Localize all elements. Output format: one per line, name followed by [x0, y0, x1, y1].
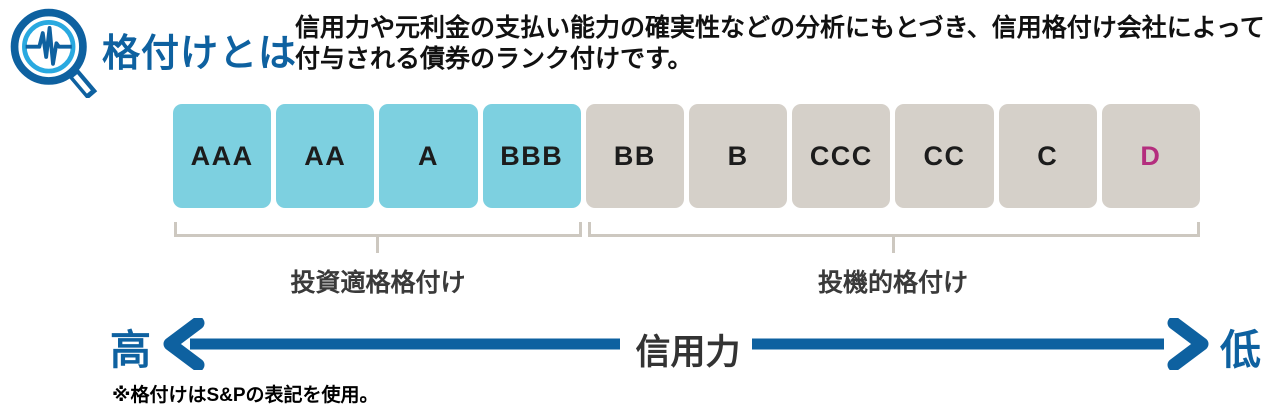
description-line-2: 付与される債券のランク付けです。 — [295, 45, 693, 73]
page-title: 格付けとは — [102, 33, 298, 75]
rating-box-ccc: CCC — [792, 104, 891, 208]
speculative-grade-label: 投機的格付け — [817, 269, 969, 297]
axis-low-label: 低 — [1220, 327, 1261, 373]
description: 信用力や元利金の支払い能力の確実性などの分析にもとづき、信用格付け会社によって … — [295, 13, 1280, 75]
rating-scale: AAA AA A BBB BB B CCC CC C D — [173, 104, 1201, 208]
rating-box-cc: CC — [895, 104, 994, 208]
rating-box-bb: BB — [585, 104, 685, 208]
speculative-grade-bracket — [588, 222, 1200, 237]
footnote: ※格付けはS&Pの表記を使用。 — [112, 385, 379, 406]
rating-box-c: C — [998, 104, 1097, 208]
axis-high-label: 高 — [110, 327, 151, 373]
investment-grade-bracket — [174, 222, 582, 237]
rating-box-bbb: BBB — [482, 104, 581, 208]
rating-box-aaa: AAA — [173, 104, 272, 208]
description-line-1: 信用力や元利金の支払い能力の確実性などの分析にもとづき、信用格付け会社によって — [295, 14, 1265, 42]
axis-center-label: 信用力 — [635, 333, 741, 372]
magnifier-pulse-icon — [10, 8, 98, 98]
rating-box-aa: AA — [276, 104, 375, 208]
rating-box-b: B — [689, 104, 788, 208]
rating-box-d: D — [1101, 104, 1201, 208]
double-arrow-icon — [163, 318, 1209, 370]
speculative-grade-bracket-stem — [892, 237, 895, 253]
investment-grade-bracket-stem — [376, 237, 379, 253]
rating-box-a: A — [379, 104, 478, 208]
investment-grade-label: 投資適格格付け — [290, 269, 466, 297]
